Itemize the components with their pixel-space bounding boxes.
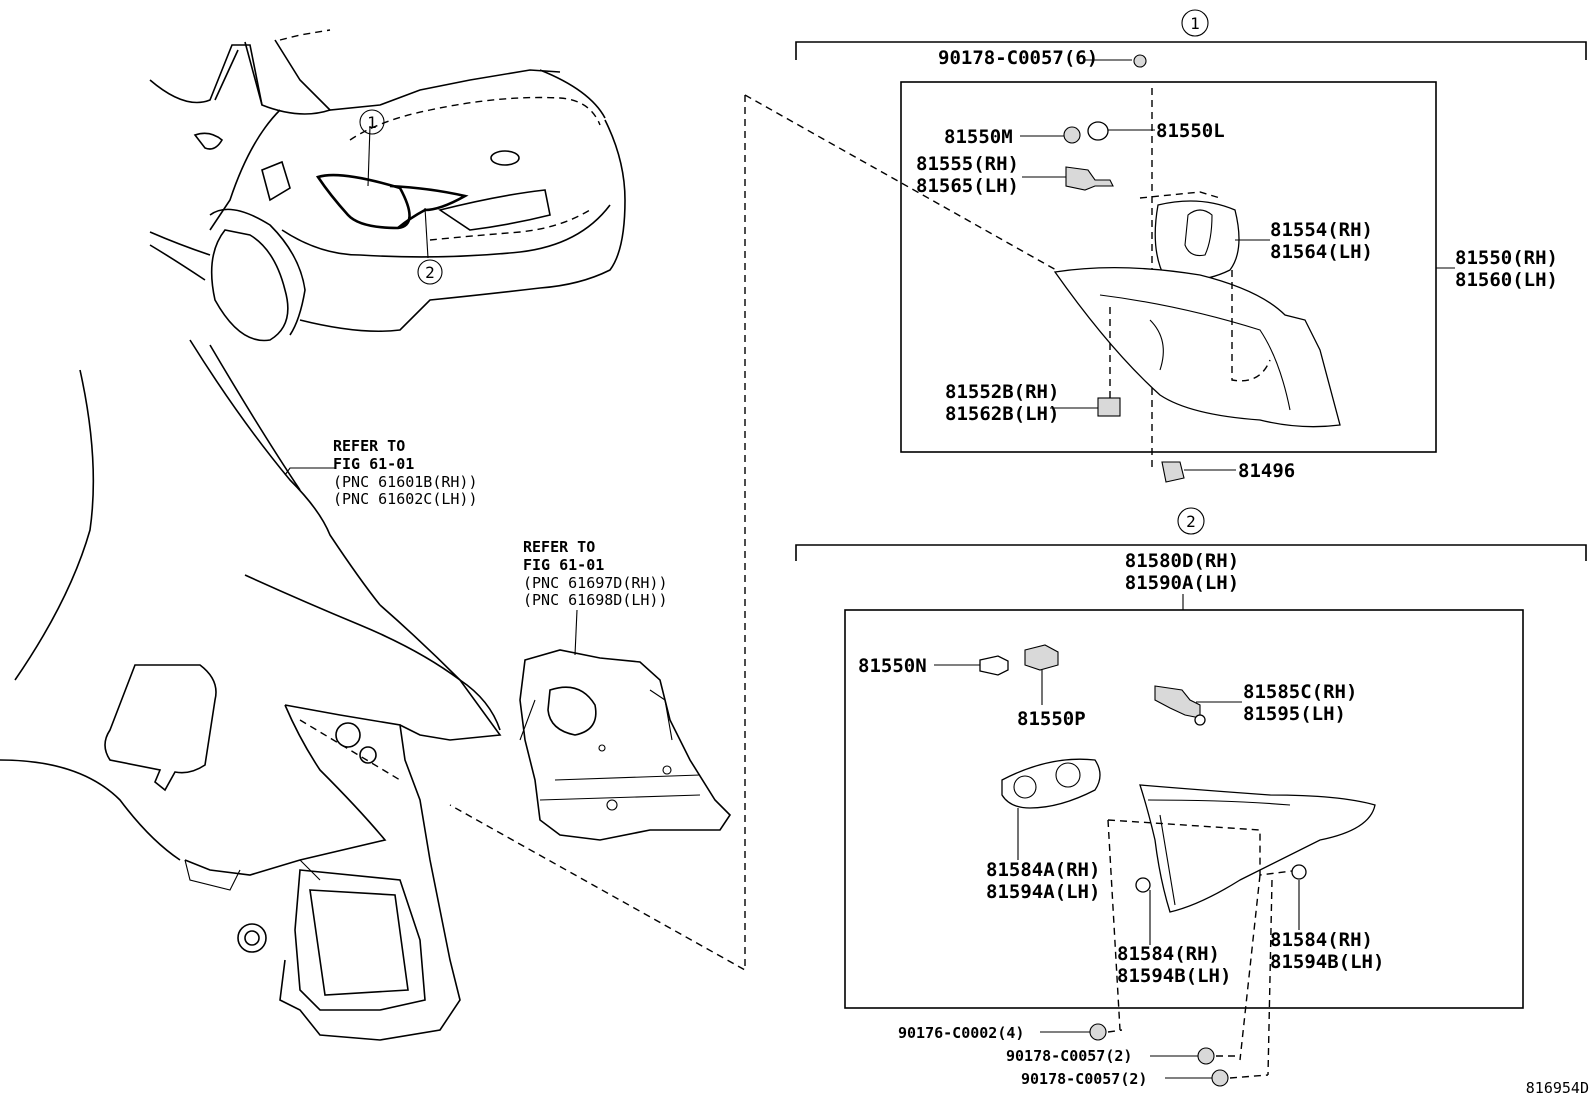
gasket-81584A-hole-1 [1013,775,1037,799]
label-81550L: 81550L [1156,120,1225,142]
lamp-81550-detail-2 [1149,319,1164,371]
lamp-81550-detail [1099,294,1291,411]
projection-line-to-lamp [744,94,1066,276]
callout-1-header [1181,9,1209,37]
label-81496: 81496 [1238,460,1295,482]
label-81594B-LH-b: 81594B(LH) [1270,951,1384,973]
refer-left-line4: (PNC 61602C(LH)) [333,490,478,508]
label-81584-RH-b: 81584(RH) [1270,929,1373,951]
refer-mid-line2: FIG 61-01 [523,556,604,574]
cushion-81552B [1097,397,1121,417]
callout-1-car [359,109,385,135]
car-rear-illustration [149,29,626,342]
label-90178-C0057-2-b: 90178-C0057(2) [1021,1070,1147,1088]
group2-bracket [795,544,1587,561]
label-81550P: 81550P [1017,708,1086,730]
callout-2-header [1177,507,1205,535]
rear-combination-lamp-81550 [1053,267,1341,428]
label-90176-C0002-4: 90176-C0002(4) [898,1024,1024,1042]
refer-left-line1: REFER TO [333,437,405,455]
refer-mid-line3: (PNC 61697D(RH)) [523,574,668,592]
label-81565-LH: 81565(LH) [916,175,1019,197]
label-81580D-RH: 81580D(RH) [1125,550,1239,572]
retainer-81584-a [1135,877,1151,893]
lamp-81550-dash [1231,270,1271,382]
label-81562B-LH: 81562B(LH) [945,403,1059,425]
screw-90178-b [1211,1069,1229,1087]
label-81550N: 81550N [858,655,927,677]
refer-left-line2: FIG 61-01 [333,455,414,473]
rear-lamp-81580D [1139,784,1376,913]
retainer-81584-b [1291,864,1307,880]
callout-1-car-text: 1 [367,113,377,132]
label-81552B-RH: 81552B(RH) [945,381,1059,403]
group2-right-dash [1267,879,1273,1076]
callout-2-car-text: 2 [425,263,435,282]
refer-left-line3: (PNC 61601B(RH)) [333,473,478,491]
group2-box [844,609,1524,1009]
refer-mid-line1: REFER TO [523,538,595,556]
lamp-81580D-dash [1107,819,1301,876]
screw-top-part [1133,54,1147,68]
lamp-81580D-detail-2 [1159,814,1176,906]
nut-dash [1107,1029,1123,1033]
screw-90178-a [1197,1047,1215,1065]
refer-mid-line4: (PNC 61698D(LH)) [523,591,668,609]
gasket-81584A-hole-2 [1055,762,1081,788]
label-81554-RH: 81554(RH) [1270,219,1373,241]
gasket1-dash [1139,191,1221,199]
screw-b-dash [1229,1074,1269,1079]
label-81555-RH: 81555(RH) [916,153,1019,175]
group1-box [900,81,1437,453]
label-81584-RH-a: 81584(RH) [1117,943,1220,965]
label-90178-C0057-2-a: 90178-C0057(2) [1006,1047,1132,1065]
label-81550M: 81550M [944,126,1013,148]
label-81594B-LH-a: 81594B(LH) [1117,965,1231,987]
socket-81585C-tip [1194,714,1206,726]
group2-left-dash [1107,819,1121,1031]
gasket-81554-hole [1184,209,1213,257]
projection-lines [449,95,746,972]
callout-1-header-text: 1 [1190,14,1200,33]
diagram-id: 816954D [1526,1079,1589,1097]
label-81560-LH: 81560(LH) [1455,269,1558,291]
group1-bracket [795,41,1587,60]
label-81584A-RH: 81584A(RH) [986,859,1100,881]
gasket-81554 [1154,200,1240,281]
group2-mid-dash [1239,874,1261,1061]
bulb-81550P [1024,644,1059,671]
label-90178-C0057-6: 90178-C0057(6) [938,47,1098,69]
bulb-81550N [979,655,1009,676]
nut-90176 [1089,1023,1107,1041]
label-81594A-LH: 81594A(LH) [986,881,1100,903]
clip-81496 [1161,461,1185,483]
label-81585C-RH: 81585C(RH) [1243,681,1357,703]
label-81590A-LH: 81590A(LH) [1125,572,1239,594]
socket-81585C [1154,685,1201,719]
callout-2-car [417,259,443,285]
refer-left-leader [284,467,335,476]
bulb-81550L [1087,121,1109,141]
socket-81555 [1065,166,1114,191]
inner-panel-bracket-illustration [519,649,732,841]
bulb-81550M [1063,126,1081,144]
quarter-panel-illustration [0,339,502,1041]
callout-2-header-text: 2 [1186,512,1196,531]
gasket-81584A [1001,758,1101,809]
label-81564-LH: 81564(LH) [1270,241,1373,263]
label-81595-LH: 81595(LH) [1243,703,1346,725]
lamp-81580D-detail [1147,799,1291,806]
refer-mid-leader [574,609,578,656]
label-81550-RH: 81550(RH) [1455,247,1558,269]
